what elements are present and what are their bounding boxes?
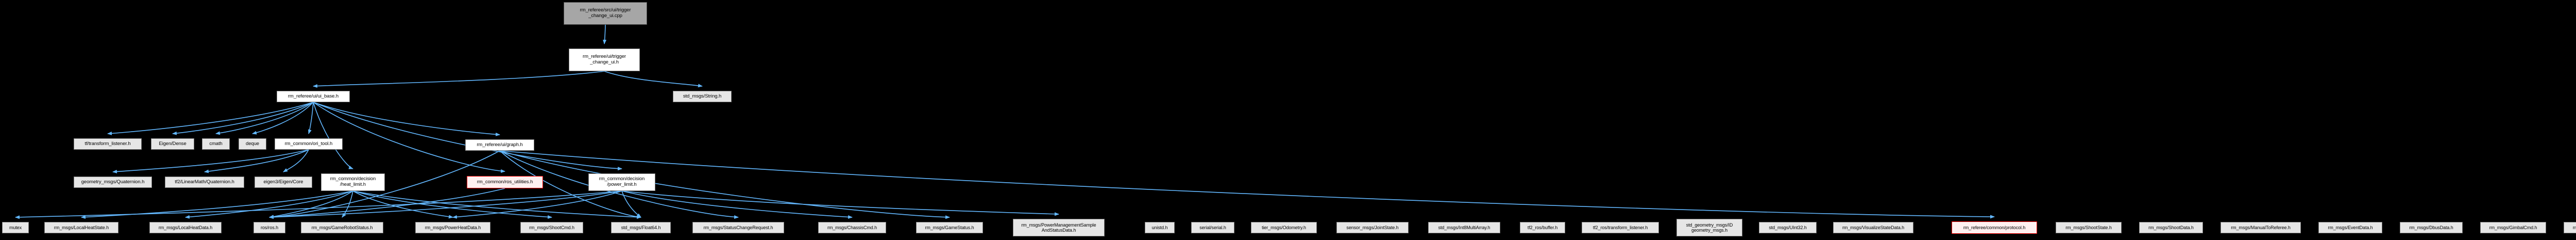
graph-edge	[81, 190, 353, 219]
graph-node[interactable]: rm_msgs/GameStatus.h	[916, 222, 983, 233]
graph-edge	[352, 190, 453, 219]
graph-node[interactable]: rm_referee/ui/ui_base.h	[277, 91, 350, 102]
graph-node[interactable]: rm_referee/ui/graph.h	[465, 139, 534, 151]
graph-node[interactable]: rm_common/ori_tool.h	[275, 138, 343, 150]
graph-edge	[604, 71, 703, 88]
graph-edge	[269, 188, 505, 219]
graph-edge	[112, 149, 309, 173]
graph-node[interactable]: Eigen/Dense	[151, 138, 194, 150]
graph-node[interactable]: std_geometry_msgs/ID geometry_msgs.h	[1676, 219, 1742, 236]
graph-edge	[172, 102, 314, 135]
graph-node[interactable]: rm_referee/ui/trigger _change_ui.h	[569, 49, 640, 71]
graph-node[interactable]: rm_msgs/VisualizeStateData.h	[1833, 222, 1913, 233]
graph-node[interactable]: rm_msgs/ShootData.h	[2139, 222, 2203, 233]
graph-edge	[15, 190, 622, 219]
graph-node[interactable]: rm_msgs/ChassisCmd.h	[818, 222, 886, 233]
graph-edge	[621, 190, 1059, 216]
graph-node[interactable]: sensor_msgs/JointState.h	[1336, 222, 1409, 233]
graph-edge	[342, 190, 353, 218]
graph-edge	[499, 150, 1995, 219]
graph-node[interactable]: mutex	[2, 222, 29, 233]
graph-node[interactable]: rm_common/ros_utilities.h	[467, 176, 543, 188]
graph-node[interactable]: tf2/LinearMath/Quaternion.h	[165, 177, 244, 188]
graph-edge	[283, 149, 309, 172]
graph-node[interactable]: rm_referee/common/protocol.h	[1952, 221, 2037, 234]
graph-edge	[352, 190, 552, 219]
graph-node[interactable]: deque	[239, 138, 266, 150]
graph-node[interactable]: serial/serial.h	[1191, 222, 1234, 233]
graph-edge	[621, 190, 641, 218]
graph-node[interactable]: rm_msgs/LocalHeatState.h	[44, 222, 118, 233]
graph-node[interactable]: rm_msgs/PowerHeatData.h	[415, 222, 490, 233]
graph-node[interactable]: cmath	[202, 138, 230, 150]
graph-node[interactable]: geometry_msgs/Quaternion.h	[74, 177, 152, 188]
graph-node[interactable]: eigen3/Eigen/Core	[255, 177, 312, 188]
graph-node[interactable]: rm_msgs/ShootCmd.h	[520, 222, 583, 233]
graph-edge	[269, 190, 622, 219]
graph-node[interactable]: rm_referee/src/ui/trigger _change_ui.cpp	[564, 2, 647, 25]
graph-edge	[204, 149, 309, 173]
graph-edge	[185, 190, 353, 219]
graph-node[interactable]: std_msgs/String.h	[673, 91, 732, 102]
graph-node[interactable]: tf2_ros/transform_listener.h	[1582, 222, 1659, 233]
graph-edge	[313, 102, 353, 169]
graph-node[interactable]: rm_msgs/EventData.h	[2318, 222, 2382, 233]
graph-node[interactable]: rm_common/decision /heat_limit.h	[321, 173, 385, 191]
graph-node[interactable]: rm_msgs/PowerManagementSample AndStatusD…	[1013, 219, 1105, 236]
graph-edge	[603, 24, 607, 44]
graph-edge	[269, 190, 353, 219]
graph-node[interactable]: rm_msgs/RobotHurt.h	[2564, 222, 2576, 233]
graph-node[interactable]: rm_msgs/GameRobotStatus.h	[301, 222, 383, 233]
graph-node[interactable]: rm_msgs/GimbalCmd.h	[2480, 222, 2546, 233]
graph-edge	[313, 102, 505, 173]
graph-edge	[215, 102, 314, 135]
graph-edge	[352, 190, 641, 219]
graph-node[interactable]: unistd.h	[1145, 222, 1175, 233]
graph-node[interactable]: tf2_ros/buffer.h	[1520, 222, 1565, 233]
edge-group	[15, 24, 1995, 219]
graph-node[interactable]: ros/ros.h	[253, 222, 285, 233]
graph-node[interactable]: rm_common/decision /power_limit.h	[588, 173, 655, 191]
graph-edge	[313, 102, 622, 171]
graph-node[interactable]: std_msgs/Float64.h	[611, 222, 671, 233]
graph-node[interactable]: tier_msgs/Odometry.h	[1251, 222, 1317, 233]
graph-node[interactable]: rm_msgs/ShootState.h	[2056, 222, 2122, 233]
graph-node[interactable]: rm_msgs/LocalHeatData.h	[149, 222, 222, 233]
graph-node[interactable]: rm_msgs/ManualToReferee.h	[2221, 222, 2301, 233]
graph-node[interactable]: tf/transform_listener.h	[74, 138, 142, 150]
graph-node[interactable]: rm_msgs/DbusData.h	[2400, 222, 2463, 233]
graph-edge	[252, 102, 314, 135]
graph-edge	[621, 190, 853, 219]
graph-edge	[452, 190, 622, 219]
graph-edge	[313, 71, 605, 88]
graph-edge	[107, 102, 314, 135]
graph-node[interactable]: rm_msgs/StatusChangeRequest.h	[692, 222, 784, 233]
graph-node[interactable]: std_msgs/UInt32.h	[1759, 222, 1817, 233]
graph-edge	[499, 150, 950, 219]
graph-edge	[308, 102, 314, 134]
graph-node[interactable]: std_msgs/Int8MultiArray.h	[1428, 222, 1500, 233]
graph-edge	[313, 102, 500, 136]
